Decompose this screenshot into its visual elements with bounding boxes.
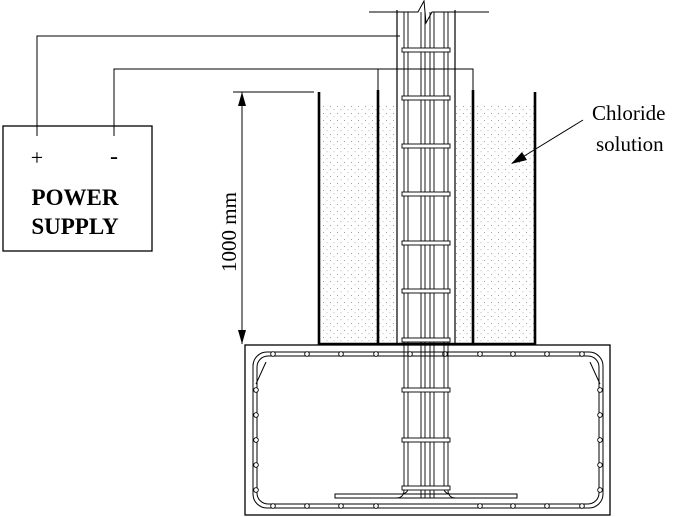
positive-wire: [36, 35, 400, 136]
foundation-bar: [270, 503, 276, 509]
column-tie: [401, 288, 451, 294]
foundation-bar: [597, 387, 603, 393]
solution-container: [317, 90, 537, 346]
foundation-bar: [597, 437, 603, 443]
foundation-stirrup-inner: [256, 355, 600, 505]
foundation-bar: [597, 412, 603, 418]
chloride-label-line2: solution: [596, 132, 664, 156]
foundation-bar: [304, 351, 310, 357]
concrete-column: [335, 0, 517, 499]
dimension-label: 1000 mm: [217, 192, 241, 272]
column-tie: [401, 485, 451, 491]
stirrup-hook-left: [255, 361, 267, 385]
foundation-bar: [442, 351, 448, 357]
foundation-stirrup-outer: [252, 351, 604, 509]
negative-wire: [113, 68, 474, 136]
power-supply-label-line1: POWER: [32, 185, 119, 210]
foundation-bar: [253, 387, 259, 393]
column-tie: [401, 95, 451, 101]
callout-leader: [520, 119, 584, 159]
foundation-bar: [304, 503, 310, 509]
container-walls: [317, 92, 537, 346]
column-tie: [401, 387, 451, 393]
column-tie: [401, 47, 451, 53]
foundation-bar: [270, 351, 276, 357]
column-tie: [401, 437, 451, 443]
column-longitudinal-bars: [403, 12, 449, 498]
power-supply: + - POWER SUPPLY: [2, 125, 153, 252]
callout-arrowhead: [511, 152, 527, 164]
foundation-bar: [253, 412, 259, 418]
foundation-bar: [253, 462, 259, 468]
foundation-bar: [477, 351, 483, 357]
foundation-base-bar: [334, 493, 518, 499]
foundation-bar: [510, 503, 516, 509]
negative-terminal-label: -: [110, 144, 118, 170]
dimension-arrow-bottom: [238, 330, 246, 344]
chloride-solution-callout: Chloride solution: [511, 101, 666, 164]
power-supply-box: [2, 125, 153, 252]
foundation-bar: [579, 503, 585, 509]
wires: [36, 35, 474, 136]
foundation-bar: [253, 487, 259, 493]
foundation-bar: [338, 351, 344, 357]
stirrup-hook-right: [589, 361, 601, 385]
chloride-label-line1: Chloride: [592, 101, 666, 125]
column-ties: [401, 47, 451, 491]
foundation-bar: [477, 503, 483, 509]
foundation-bar: [338, 503, 344, 509]
column-tie: [401, 240, 451, 246]
foundation-bar: [373, 503, 379, 509]
foundation-bar: [373, 351, 379, 357]
dimension-arrow-top: [238, 92, 246, 106]
foundation-bar: [510, 351, 516, 357]
column-body: [397, 100, 455, 344]
foundation-bar: [597, 487, 603, 493]
column-break-line: [369, 0, 489, 25]
foundation-bar: [597, 462, 603, 468]
column-tie: [401, 143, 451, 149]
column-tie: [401, 191, 451, 197]
foundation-bar: [544, 503, 550, 509]
foundation-bar: [544, 351, 550, 357]
foundation-bar: [253, 437, 259, 443]
foundation-bar: [579, 351, 585, 357]
positive-terminal-label: +: [31, 145, 43, 170]
power-supply-label-line2: SUPPLY: [31, 214, 119, 239]
height-dimension: 1000 mm: [217, 91, 314, 344]
column-tie: [401, 337, 451, 343]
